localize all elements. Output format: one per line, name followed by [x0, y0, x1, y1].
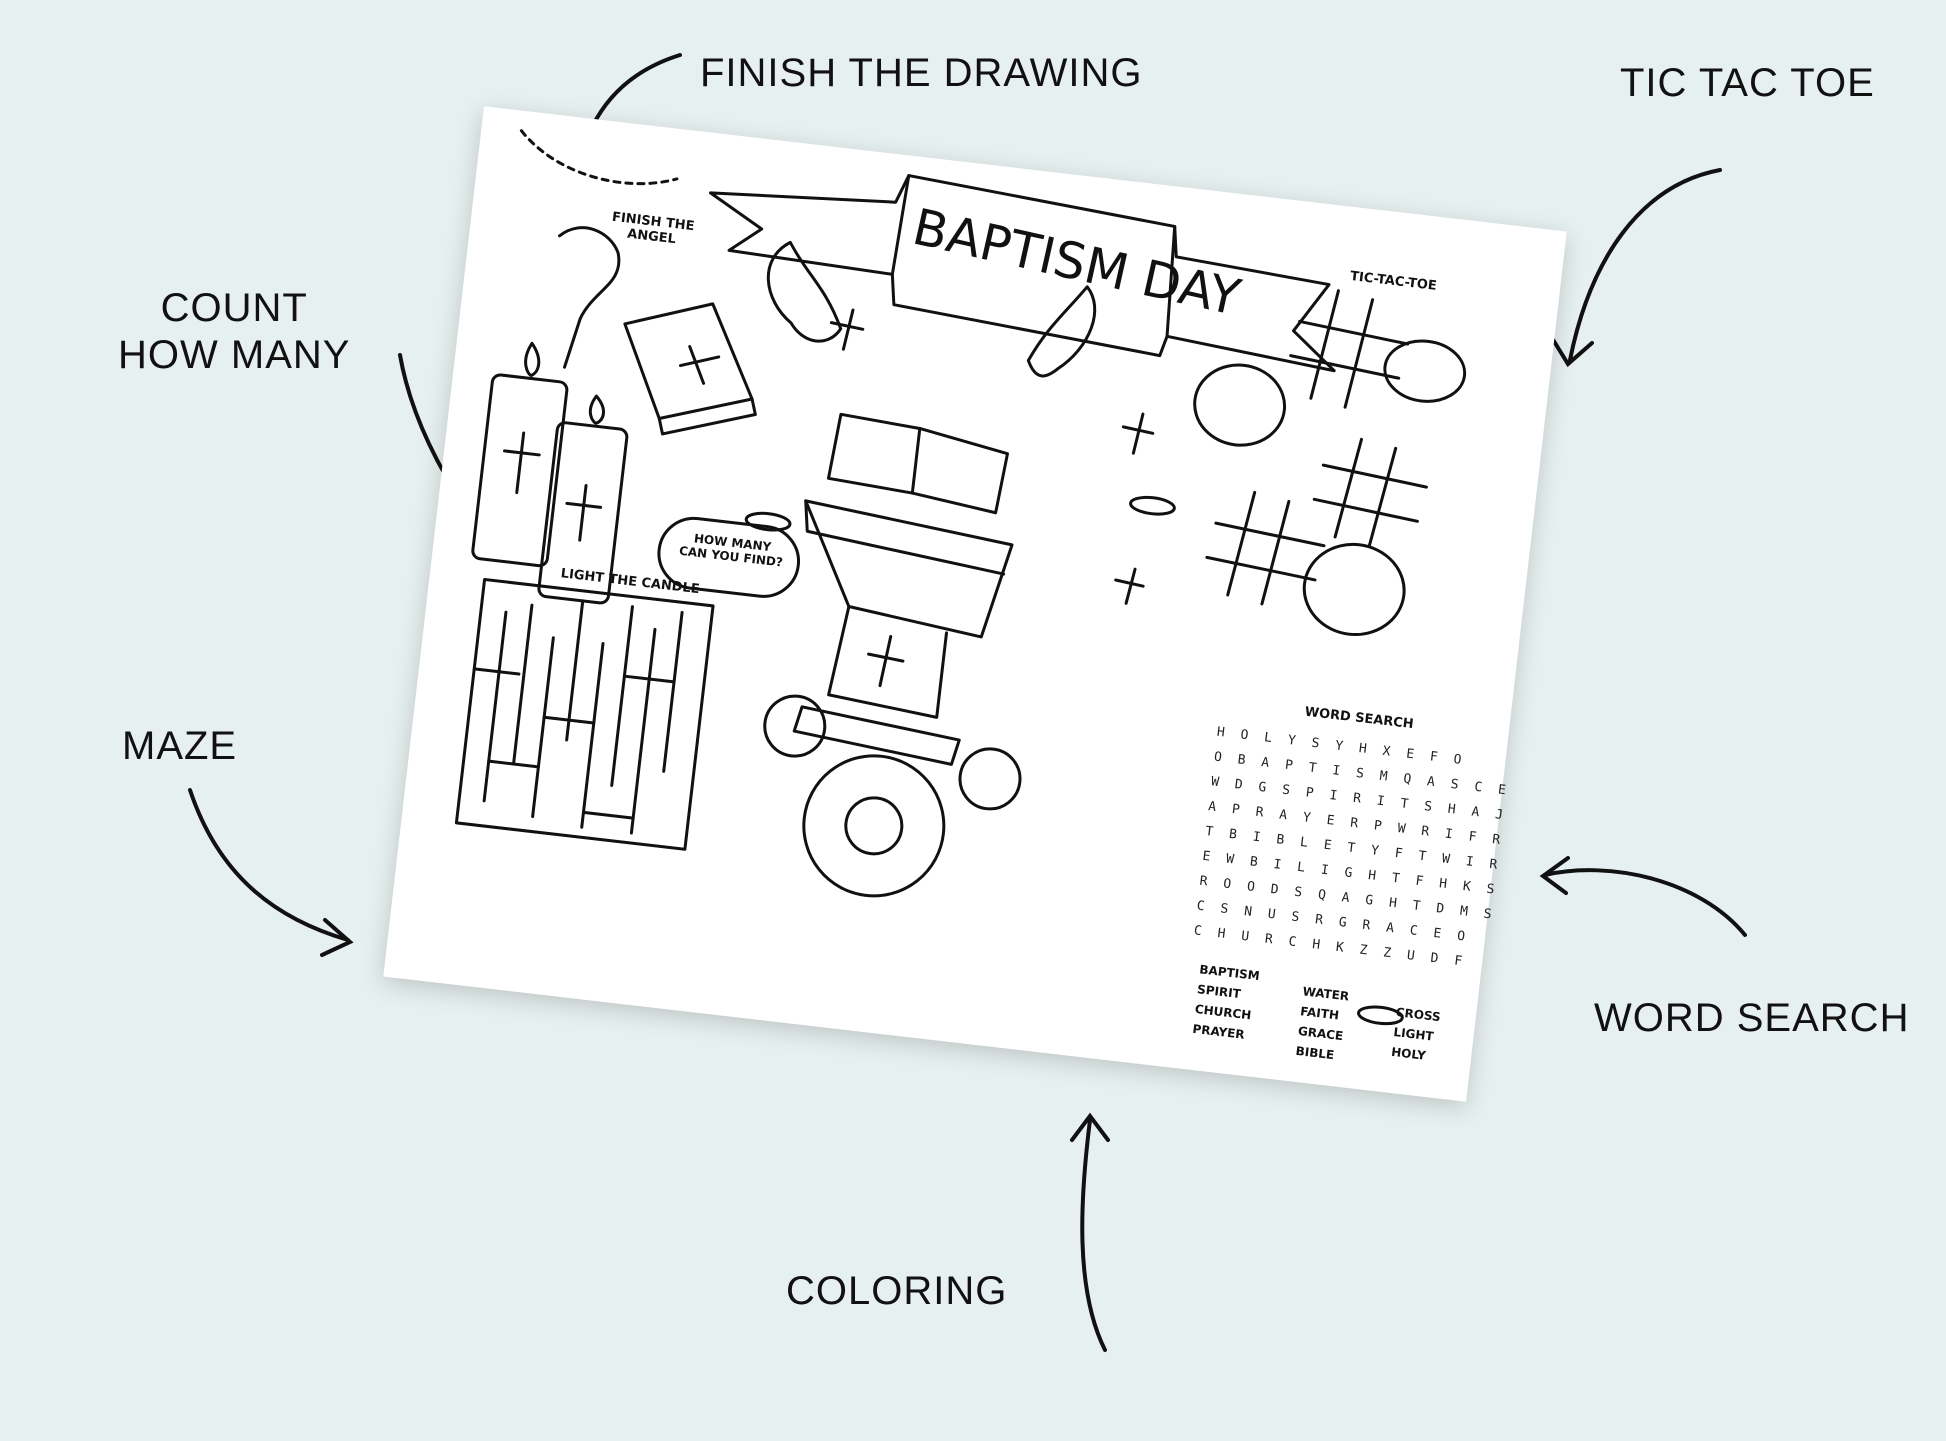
leaf-sprig-3: [1302, 542, 1406, 637]
count-line1: COUNT: [160, 286, 308, 330]
leaf-sprig-1: [1383, 339, 1467, 403]
tic-tac-toe-grid-1: [1289, 289, 1410, 409]
halo-icon: [744, 511, 792, 532]
maze-callout: MAZE: [122, 724, 238, 768]
dove-left: [766, 240, 843, 343]
coloring-arrow: [1080, 1118, 1107, 1352]
leaf-sprig-2: [1193, 363, 1287, 447]
halo-icon: [1357, 1005, 1404, 1026]
cross-icon: [829, 308, 865, 351]
angel-outline: [558, 226, 621, 369]
how-many-bubble: [657, 516, 800, 598]
title-banner: [709, 174, 1336, 373]
tic-tac-toe-grid-3: [1205, 490, 1326, 606]
word-list-col-1: BAPTISM SPIRIT CHURCH PRAYER: [1191, 959, 1261, 1045]
bird-right: [958, 747, 1022, 811]
sheet-artwork: [454, 129, 1467, 1026]
baptismal-font-icon: [792, 499, 1014, 766]
tic-tac-toe-arrow: [1568, 168, 1722, 362]
bird-left: [763, 694, 827, 758]
activity-sheet: BAPTISM DAY FINISH THE ANGEL TIC-TAC-TOE…: [383, 106, 1567, 1102]
word-search-arrow: [1543, 868, 1747, 937]
candles-icon: [471, 341, 629, 605]
count-line2: HOW MANY: [118, 333, 351, 378]
maze-arrow: [188, 788, 350, 942]
word-search-grid: HOLYSYHXEFO OBAPTISMQASCE WDGSPIRITSHAJ …: [1192, 725, 1526, 984]
daisy-flower: [802, 754, 946, 898]
count-how-many-callout: COUNT HOW MANY: [118, 285, 350, 379]
tic-tac-toe-callout: TIC TAC TOE: [1620, 61, 1875, 105]
finish-drawing-callout: FINISH THE DRAWING: [700, 51, 1143, 95]
word-list-col-3: CROSS LIGHT HOLY: [1390, 1002, 1442, 1067]
coloring-callout: COLORING: [786, 1269, 1008, 1313]
word-search-callout: WORD SEARCH: [1594, 996, 1910, 1040]
open-book-icon: [826, 412, 1009, 515]
dove-right: [1026, 285, 1097, 378]
rosary: [519, 129, 679, 186]
halo-icon: [1129, 495, 1176, 516]
tic-tac-toe-grid-2: [1312, 437, 1428, 548]
cross-icon: [1121, 412, 1155, 455]
word-list-col-2: WATER FAITH GRACE BIBLE: [1295, 981, 1351, 1066]
cross-icon: [1114, 567, 1145, 605]
maze: [454, 577, 715, 851]
bible-icon: [623, 302, 757, 436]
